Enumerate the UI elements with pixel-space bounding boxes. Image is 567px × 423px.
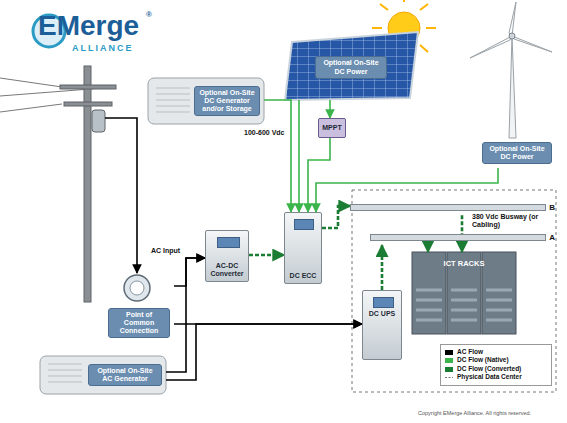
ac-flow-line	[166, 324, 362, 380]
busway-a: A	[370, 230, 555, 245]
registered-mark: ®	[146, 10, 152, 19]
power-wire	[0, 78, 116, 112]
ict-rack	[412, 252, 446, 334]
ac-generator-box: Optional On-Site AC Generator	[40, 356, 166, 394]
node-label: Optional On-Site DC Power	[315, 56, 387, 78]
legend-swatch	[445, 350, 453, 355]
generator-vents	[156, 88, 190, 112]
ac-flow-line	[166, 258, 205, 372]
node-label: Point of Common Connection	[108, 308, 170, 338]
bus-bar	[350, 204, 546, 211]
node-label: B	[549, 203, 555, 212]
node-label: Optional On-Site DC Power	[482, 142, 552, 164]
legend-text: AC Flow	[457, 348, 483, 356]
legend-row: DC Flow (Converted)	[445, 365, 547, 373]
logo-wordmark: EMerge	[38, 12, 139, 40]
node-label: DC UPS	[369, 310, 395, 318]
dc-native-line	[329, 100, 331, 118]
rack-slots	[416, 290, 512, 320]
logo-subtitle: ALLIANCE	[72, 43, 134, 53]
legend-row: DC Flow (Native)	[445, 356, 547, 364]
node-label: AC-DC Converter	[208, 262, 246, 278]
ac-dc-converter: AC-DC Converter	[205, 230, 249, 282]
dc-converted-line	[381, 245, 384, 290]
dc-native-line	[308, 138, 330, 212]
dc-converted-line	[427, 245, 430, 252]
dc-generator	[148, 78, 264, 124]
turbine-tower	[509, 36, 516, 138]
legend-text: DC Flow (Converted)	[457, 365, 521, 373]
solar-panel	[285, 32, 418, 100]
ict-racks: ICT RACKS	[412, 252, 516, 334]
legend-text: Physical Data Center	[457, 373, 522, 381]
edge-label: AC Input	[150, 247, 181, 254]
dashed-sample-line	[445, 377, 453, 378]
generator-vents	[48, 364, 82, 382]
dc-converted-line	[322, 206, 350, 228]
node-label: MPPT	[322, 124, 341, 132]
legend-row: Physical Data Center	[445, 373, 547, 381]
dc-converted-line	[249, 254, 284, 257]
dc-native-line	[298, 100, 300, 212]
common-connection: Point of Common Connection	[104, 272, 174, 342]
legend-text: DC Flow (Native)	[457, 356, 509, 364]
node-label: Optional On-Site AC Generator	[88, 364, 162, 386]
legend-box: AC FlowDC Flow (Native)DC Flow (Converte…	[440, 344, 552, 386]
dc-generator-box: Optional On-Site DC Generator and/or Sto…	[148, 78, 264, 124]
legend-swatch	[445, 367, 453, 372]
utility-pole	[84, 66, 91, 302]
pole-transformer	[92, 110, 105, 132]
legend-swatch	[445, 358, 453, 363]
legend-row: AC Flow	[445, 348, 547, 356]
dc-ecc-cabinet: DC ECC	[284, 212, 322, 284]
busway-b: B	[350, 200, 555, 215]
turbine-hub	[509, 33, 515, 39]
turbine-blades	[470, 2, 552, 58]
copyright-note: Copyright EMerge Alliance. All rights re…	[418, 410, 531, 416]
meter	[124, 275, 150, 301]
node-label: DC ECC	[290, 272, 317, 280]
dc-ups-cabinet: DC UPS	[362, 290, 402, 360]
ict-rack	[482, 252, 516, 334]
wind-label: Optional On-Site DC Power	[478, 138, 556, 168]
ac-generator	[40, 356, 166, 394]
bus-bar	[370, 234, 546, 241]
node-label: Optional On-Site DC Generator and/or Sto…	[194, 86, 260, 116]
voltage-label: 100-600 Vdc	[244, 129, 284, 137]
ac-flow-line	[174, 258, 205, 286]
service-wire	[105, 118, 137, 273]
mppt-box: MPPT	[318, 118, 346, 138]
node-label: ICT RACKS	[444, 260, 485, 269]
meter-dial	[130, 281, 144, 295]
solar-label: Optional On-Site DC Power	[285, 35, 417, 100]
cross-arm	[64, 102, 112, 106]
dashed-sample	[445, 375, 453, 380]
busway-label: 380 Vdc Busway (or Cabling)	[472, 213, 548, 229]
dc-native-line	[264, 100, 291, 212]
node-label: A	[549, 233, 555, 242]
cross-arm	[60, 85, 116, 89]
data-center-outline	[352, 190, 556, 392]
